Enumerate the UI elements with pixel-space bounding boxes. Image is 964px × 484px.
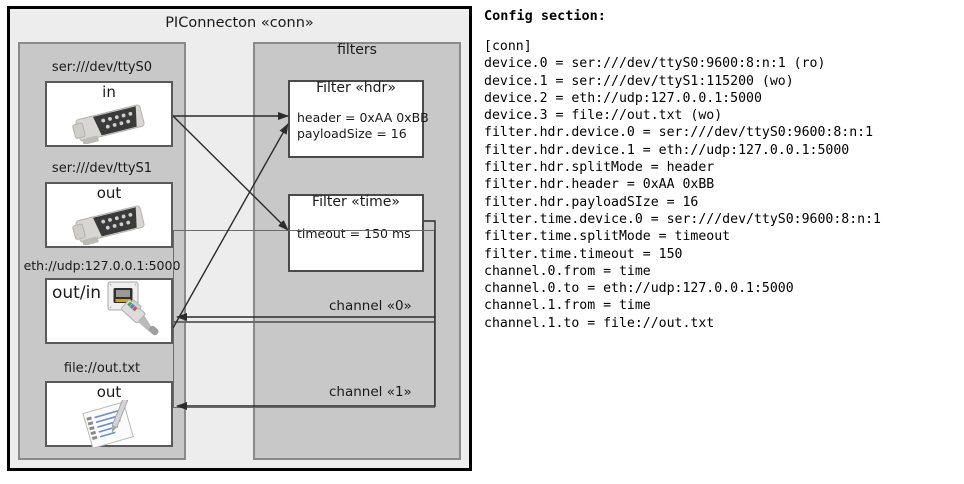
config-text: [conn] device.0 = ser:///dev/ttyS0:9600:… [484,39,881,331]
channel-label-1: channel «1» [329,384,412,400]
filter-attr: payloadSize = 16 [297,126,407,141]
device-label-file: file://out.txt [63,361,141,376]
serial-port-icon [69,102,151,148]
filter-attrs-hdr: header = 0xAA 0xBB payloadSize = 16 [297,110,429,142]
ethernet-plug-icon [107,281,169,347]
filter-node-hdr[interactable] [288,80,424,158]
device-io-ttyS0: in [102,83,116,101]
filters-group-title: filters [337,42,377,58]
device-label-ttyS1: ser:///dev/ttyS1 [51,161,153,176]
piconnector-diagram: PIConnecton «conn» ser:///dev/ttyS0 in [7,6,472,471]
device-io-ttyS1: out [96,184,122,202]
filter-attr: header = 0xAA 0xBB [297,110,429,125]
diagram-title: PIConnecton «conn» [165,15,314,31]
device-label-ttyS0: ser:///dev/ttyS0 [51,60,153,75]
config-heading: Config section: [484,8,606,24]
filter-title-time: Filter «time» [312,194,400,210]
serial-port-icon [69,203,151,249]
device-label-eth: eth://udp:127.0.0.1:5000 [23,258,181,273]
filter-title-hdr: Filter «hdr» [316,80,396,96]
device-io-eth: out/in [52,283,102,303]
device-io-file: out [96,383,122,401]
channel-label-0: channel «0» [329,298,412,314]
config-section: Config section: [conn] device.0 = ser://… [484,8,958,332]
text-file-icon [77,395,147,452]
